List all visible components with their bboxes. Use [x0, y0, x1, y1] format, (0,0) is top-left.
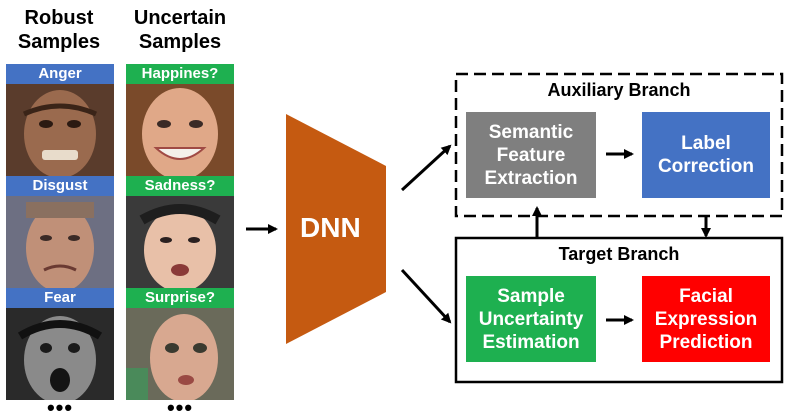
- target-branch-frame: [454, 236, 784, 384]
- facial-expression-prediction-box: Facial Expression Prediction: [642, 276, 770, 362]
- label-correction-box: Label Correction: [642, 112, 770, 198]
- arrow-dnn-to-target: [400, 268, 452, 324]
- robust-face-image-3: [6, 308, 114, 400]
- semantic-line1: Semantic: [488, 121, 574, 143]
- uncertain-heading-line1: Uncertain: [133, 7, 227, 29]
- target-branch-title: Target Branch: [558, 244, 680, 264]
- prediction-line3: Prediction: [659, 331, 753, 353]
- arrow-dnn-to-auxiliary: [400, 144, 452, 192]
- semantic-line3: Extraction: [484, 167, 578, 189]
- uncertain-face-image-1: [126, 84, 234, 176]
- uncertain-face-image-3: [126, 308, 234, 400]
- robust-label-anger: Anger: [6, 64, 114, 84]
- label-correction-line2: Correction: [657, 156, 755, 177]
- uncertain-heading-line2: Samples: [138, 31, 222, 53]
- uncertain-label-sadness: Sadness?: [126, 176, 234, 196]
- robust-heading-line1: Robust: [24, 7, 94, 29]
- robust-heading-line2: Samples: [17, 31, 101, 53]
- uncertainty-line3: Estimation: [482, 331, 580, 353]
- sample-uncertainty-estimation-box: Sample Uncertainty Estimation: [466, 276, 596, 362]
- robust-face-image-1: [6, 84, 114, 176]
- robust-label-disgust: Disgust: [6, 176, 114, 196]
- semantic-line2: Feature: [496, 144, 566, 166]
- prediction-line2: Expression: [654, 308, 758, 330]
- robust-face-image-2: [6, 196, 114, 288]
- uncertainty-line2: Uncertainty: [478, 308, 584, 330]
- uncertain-label-happiness: Happines?: [126, 64, 234, 84]
- semantic-feature-extraction-box: Semantic Feature Extraction: [466, 112, 596, 198]
- uncertainty-line1: Sample: [497, 285, 565, 307]
- uncertain-samples-heading: Uncertain Samples: [118, 6, 242, 54]
- auxiliary-branch-frame: [454, 72, 784, 218]
- dnn-label: DNN: [300, 212, 361, 243]
- prediction-line1: Facial: [679, 285, 733, 307]
- dnn-trapezoid: [286, 114, 386, 344]
- uncertain-face-image-2: [126, 196, 234, 288]
- robust-samples-heading: Robust Samples: [6, 6, 112, 54]
- uncertain-label-surprise: Surprise?: [126, 288, 234, 308]
- auxiliary-branch-title: Auxiliary Branch: [547, 80, 691, 100]
- robust-label-fear: Fear: [6, 288, 114, 308]
- label-correction-line1: Label: [681, 133, 731, 154]
